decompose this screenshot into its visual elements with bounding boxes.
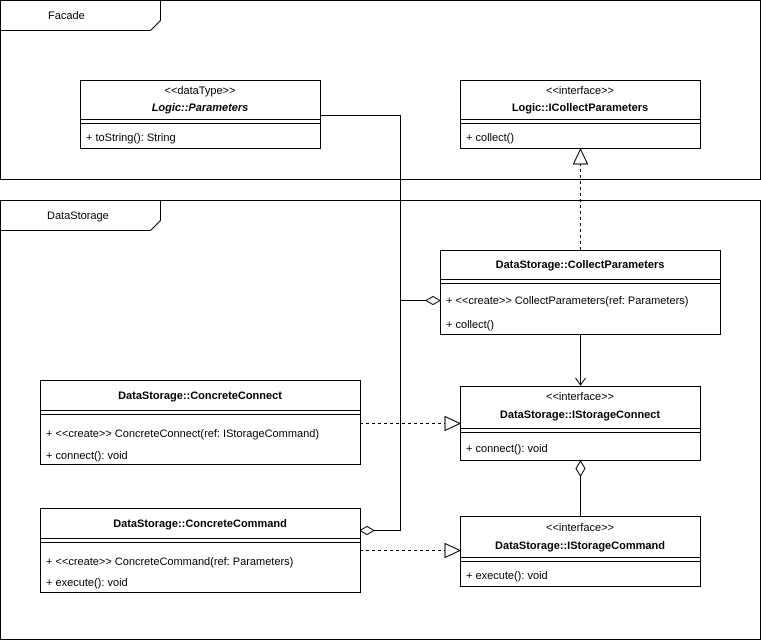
class-icollect-name: Logic::ICollectParameters bbox=[512, 102, 648, 114]
class-concretecommand-method-execute: + execute(): void bbox=[46, 577, 128, 589]
class-collect-name: DataStorage::CollectParameters bbox=[496, 259, 665, 271]
package-facade-label: Facade bbox=[48, 10, 85, 22]
class-concretecommand-name: DataStorage::ConcreteCommand bbox=[113, 518, 287, 530]
class-istoragecommand[interactable]: <<interface>> DataStorage::IStorageComma… bbox=[460, 516, 701, 587]
aggregation-diamond-command bbox=[358, 525, 376, 536]
relationships bbox=[320, 115, 589, 559]
class-istoragecommand-name: DataStorage::IStorageCommand bbox=[495, 540, 665, 552]
association-arrowhead bbox=[575, 377, 586, 386]
class-parameters[interactable]: <<dataType>> Logic::Parameters + toStrin… bbox=[80, 80, 321, 149]
class-collect-method-collect: + collect() bbox=[446, 319, 494, 331]
realization-arrowhead-istoragecommand bbox=[444, 542, 462, 559]
class-istorageconnect-stereotype: <<interface>> bbox=[546, 391, 614, 403]
package-datastorage-label: DataStorage bbox=[47, 210, 109, 222]
class-icollect-method: + collect() bbox=[466, 132, 514, 144]
class-collect-method-create: + <<create>> CollectParameters(ref: Para… bbox=[446, 295, 688, 307]
class-collectparameters[interactable]: DataStorage::CollectParameters + <<creat… bbox=[440, 250, 721, 335]
aggregation-diamond-connect bbox=[575, 460, 586, 477]
class-concreteconnect-name: DataStorage::ConcreteConnect bbox=[118, 390, 282, 402]
aggregation-diamond-collect bbox=[424, 295, 442, 306]
realization-arrowhead-icollect bbox=[572, 147, 589, 165]
class-istoragecommand-method: + execute(): void bbox=[466, 570, 548, 582]
class-concretecommand[interactable]: DataStorage::ConcreteCommand + <<create>… bbox=[40, 508, 361, 593]
class-istorageconnect-method: + connect(): void bbox=[466, 443, 548, 455]
class-concreteconnect-method-connect: + connect(): void bbox=[46, 450, 128, 462]
class-parameters-method: + toString(): String bbox=[86, 132, 176, 144]
aggregation-parameters-command bbox=[374, 300, 401, 531]
aggregation-parameters-collect bbox=[320, 115, 426, 301]
class-parameters-name: Logic::Parameters bbox=[152, 102, 249, 114]
class-concreteconnect[interactable]: DataStorage::ConcreteConnect + <<create>… bbox=[40, 380, 361, 465]
class-concretecommand-method-create: + <<create>> ConcreteCommand(ref: Parame… bbox=[46, 556, 293, 568]
class-icollect-stereotype: <<interface>> bbox=[546, 85, 614, 97]
class-istorageconnect[interactable]: <<interface>> DataStorage::IStorageConne… bbox=[460, 386, 701, 461]
class-parameters-stereotype: <<dataType>> bbox=[165, 85, 236, 97]
class-istoragecommand-stereotype: <<interface>> bbox=[546, 522, 614, 534]
realization-arrowhead-istorageconnect bbox=[444, 415, 462, 432]
class-concreteconnect-method-create: + <<create>> ConcreteConnect(ref: IStora… bbox=[46, 428, 319, 440]
class-icollectparameters[interactable]: <<interface>> Logic::ICollectParameters … bbox=[460, 80, 701, 149]
class-istorageconnect-name: DataStorage::IStorageConnect bbox=[500, 409, 660, 421]
